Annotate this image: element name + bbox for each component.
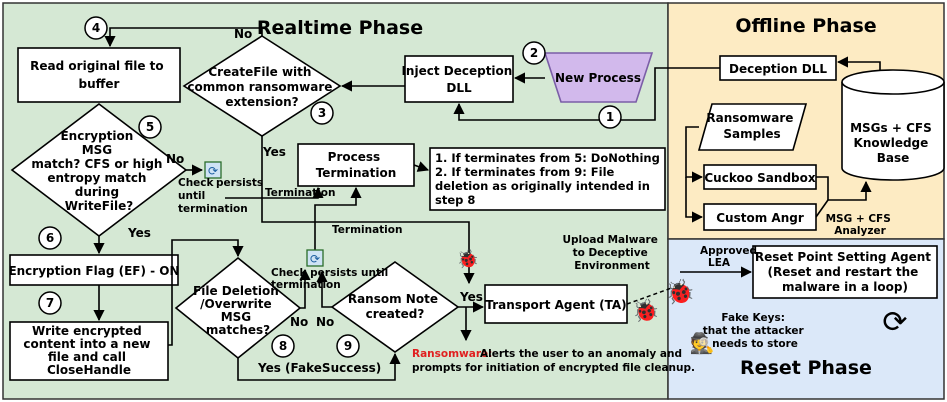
step-circle-7: 7 [38,291,62,315]
termination-label: Termination [265,187,335,199]
svg-text:4: 4 [92,21,100,35]
step-circle-4: 4 [84,16,108,40]
svg-text:2: 2 [530,46,538,60]
svg-text:3: 3 [318,106,326,120]
upload-label: Upload Malware to Deceptive Environment [563,234,662,272]
ransom-note-label: Ransom Note created? [348,292,442,321]
inject-dll-label: Inject Deception DLL [401,64,516,95]
loop-icon: ⟳ [882,305,907,340]
svg-text:⟳: ⟳ [310,252,320,266]
step-circle-3: 3 [310,101,334,125]
encryption-flag-box [9,254,179,286]
svg-text:5: 5 [146,120,154,134]
step-circle-8: 8 [271,334,295,358]
bug-icon: 🐞 [632,298,659,324]
step-circle-6: 6 [38,226,62,250]
ransom-note-decision [330,261,460,353]
reset-phase-title: Reset Phase [740,357,872,379]
bug-icon: 🐞 [665,278,695,306]
svg-text:7: 7 [46,296,54,310]
refresh-icon: ⟳ [306,249,324,267]
check-persists-label: Check persists until termination [178,177,267,215]
termination-notes-text: 1. If terminates from 5: DoNothing 2. If… [435,151,664,207]
svg-text:6: 6 [46,231,54,245]
refresh-icon: ⟳ [204,161,222,179]
createfile-label: CreateFile with common ransomware extens… [187,65,336,109]
deception-dll-box [719,55,837,81]
new-process-label: New Process [555,71,641,85]
yes-label: Yes [127,226,151,240]
no-label: No [166,152,184,166]
step-circle-2: 2 [522,41,546,65]
msg-cfs-analyzer-label: MSG + CFS Analyzer [826,213,895,237]
inject-dll-box [404,55,514,103]
encryption-label: Encryption MSG match? CFS or high entrop… [31,129,166,213]
write-encrypted-box [9,321,169,381]
fake-keys-label: Fake Keys: that the attacker needs to st… [703,312,808,350]
read-file-box [17,47,181,103]
reset-agent-box [752,245,938,299]
reset-agent-label: Reset Point Setting Agent (Reset and res… [755,250,935,294]
check-persists-label: Check persists until termination [271,267,392,291]
hacker-icon: 🕵 [690,331,715,355]
approved-label: Approved LEA [700,245,761,269]
deception-dll-label: Deception DLL [729,62,827,76]
ransomware-alert: Ransomware: Alerts the user to an anomal… [412,348,695,374]
file-deletion-label: File Deletion /Overwrite MSG matches? [193,284,283,337]
step-circle-9: 9 [336,334,360,358]
svg-text:9: 9 [344,339,352,353]
ransomware-samples-label: Ransomware Samples [706,111,797,141]
process-termination-box [297,143,415,187]
knowledge-base-cylinder [841,69,945,181]
write-encrypted-label: Write encrypted content into a new file … [23,324,154,377]
knowledge-base-label: MSGs + CFS Knowledge Base [850,121,936,165]
encryption-flag-label: Encryption Flag (EF) - ON [8,264,179,278]
ransomware-samples-node [697,103,808,151]
custom-angr-label: Custom Angr [716,211,804,225]
bug-icon: 🐞 [457,248,479,270]
termination-notes-box [429,147,666,211]
no-label: No [316,315,334,329]
termination-label: Termination [332,224,402,236]
no-label: No [290,315,308,329]
realtime-phase-title: Realtime Phase [257,17,423,39]
read-file-label: Read original file to buffer [30,59,168,91]
offline-phase-title: Offline Phase [735,15,876,37]
cuckoo-sandbox-box [703,164,817,190]
no-label: No [234,27,252,41]
svg-text:8: 8 [279,339,287,353]
yes-fake-label: Yes (FakeSuccess) [257,361,381,375]
process-termination-label: Process Termination [316,150,397,180]
connectors [93,27,881,381]
yes-label: Yes [262,145,286,159]
svg-text:1: 1 [606,110,614,124]
custom-angr-box [703,203,817,231]
new-process-node [543,52,654,103]
yes-label: Yes [459,290,483,304]
svg-text:⟳: ⟳ [208,164,218,178]
step-circle-1: 1 [598,105,622,129]
transport-agent-label: Transport Agent (TA) [485,298,626,312]
cuckoo-sandbox-label: Cuckoo Sandbox [704,171,815,185]
step-circle-5: 5 [138,115,162,139]
